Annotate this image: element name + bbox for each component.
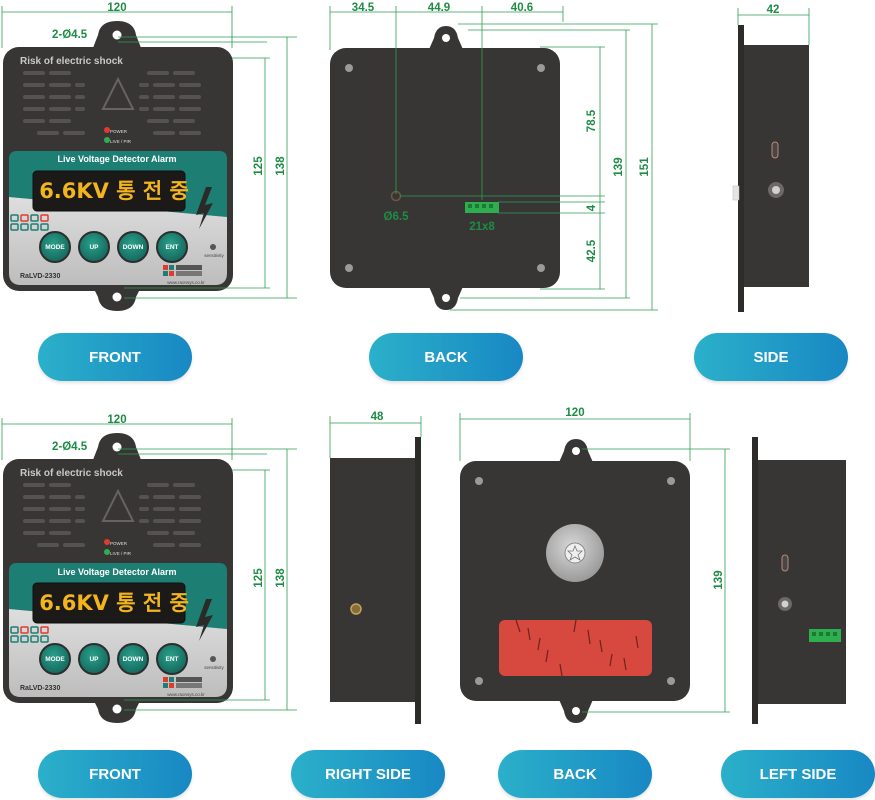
dim-back2-120: 120 bbox=[565, 407, 584, 419]
dim-back-34-5: 34.5 bbox=[352, 2, 375, 14]
dim-hole-spec: 2-Ø4.5 bbox=[52, 29, 88, 41]
label-back-top: BACK bbox=[369, 333, 523, 381]
dim-front-height-125: 125 bbox=[253, 156, 265, 176]
model-label-2: RaLVD-2330 bbox=[20, 685, 60, 692]
website-label: www.raonsys.co.kr bbox=[167, 280, 205, 285]
dim-front-width: 120 bbox=[107, 2, 126, 14]
front-bottom-text: Risk of electric shock Live Voltage Dete… bbox=[20, 468, 224, 697]
down-button: DOWN bbox=[123, 244, 144, 251]
dim-hole-spec-2: 2-Ø4.5 bbox=[52, 441, 88, 453]
power-label: POWER bbox=[110, 129, 128, 134]
dim-front-height-138: 138 bbox=[275, 156, 287, 176]
ent-button: ENT bbox=[166, 244, 179, 251]
dim-front2-height-125: 125 bbox=[253, 568, 265, 588]
label-front-bottom: FRONT bbox=[38, 750, 192, 798]
display-text: 6.6KV 통 전 중 bbox=[39, 179, 189, 203]
warning-text-2: Risk of electric shock bbox=[20, 468, 123, 479]
dim-back-hole: Ø6.5 bbox=[384, 211, 410, 223]
side-top-view bbox=[732, 25, 809, 312]
dim-front2-width: 120 bbox=[107, 414, 126, 426]
back-bottom-dims bbox=[459, 413, 730, 713]
live-label-2: LIVE / PIR bbox=[110, 551, 132, 556]
up-button: UP bbox=[89, 244, 99, 251]
mode-button-2: MODE bbox=[45, 656, 65, 663]
dim-back-connector: 21x8 bbox=[469, 221, 495, 233]
display-text-2: 6.6KV 통 전 중 bbox=[39, 591, 189, 615]
sensitivity-label-2: sensitivity bbox=[204, 665, 224, 670]
down-button-2: DOWN bbox=[123, 656, 144, 663]
side-top-dims bbox=[737, 8, 810, 45]
label-left-side: LEFT SIDE bbox=[721, 750, 875, 798]
dim-back-44-9: 44.9 bbox=[428, 2, 450, 14]
front-top-dims bbox=[1, 6, 297, 299]
front-top-text: Risk of electric shock Live Voltage Dete… bbox=[20, 56, 224, 285]
dim-front2-height-138: 138 bbox=[275, 568, 287, 588]
panel-title-2: Live Voltage Detector Alarm bbox=[57, 567, 176, 577]
website-label-2: www.raonsys.co.kr bbox=[167, 692, 205, 697]
back-bottom-details bbox=[499, 524, 652, 677]
dim-back-78-5: 78.5 bbox=[586, 109, 598, 132]
left-side-view bbox=[752, 437, 846, 724]
dim-back-139: 139 bbox=[613, 157, 625, 176]
model-label: RaLVD-2330 bbox=[20, 273, 60, 280]
live-label: LIVE / PIR bbox=[110, 139, 132, 144]
label-front-top: FRONT bbox=[38, 333, 192, 381]
power-label-2: POWER bbox=[110, 541, 128, 546]
label-side-top: SIDE bbox=[694, 333, 848, 381]
dim-back-40-6: 40.6 bbox=[511, 2, 533, 14]
label-right-side: RIGHT SIDE bbox=[291, 750, 445, 798]
panel-title: Live Voltage Detector Alarm bbox=[57, 154, 176, 164]
dim-back-151: 151 bbox=[639, 157, 651, 177]
back-top-dims bbox=[329, 6, 658, 311]
up-button-2: UP bbox=[89, 656, 99, 663]
sensitivity-label: sensitivity bbox=[204, 253, 224, 258]
ent-button-2: ENT bbox=[166, 656, 179, 663]
dim-back-42-5: 42.5 bbox=[586, 239, 598, 262]
right-side-dims bbox=[329, 416, 422, 458]
front-bottom-dims bbox=[1, 418, 297, 711]
dim-side-42: 42 bbox=[767, 4, 780, 16]
dim-right-side-48: 48 bbox=[371, 411, 384, 423]
dim-back-4: 4 bbox=[586, 204, 598, 211]
right-side-view bbox=[330, 437, 421, 724]
mode-button: MODE bbox=[45, 244, 65, 251]
warning-text: Risk of electric shock bbox=[20, 56, 123, 67]
dim-back2-139: 139 bbox=[713, 570, 725, 589]
label-back-bottom: BACK bbox=[498, 750, 652, 798]
